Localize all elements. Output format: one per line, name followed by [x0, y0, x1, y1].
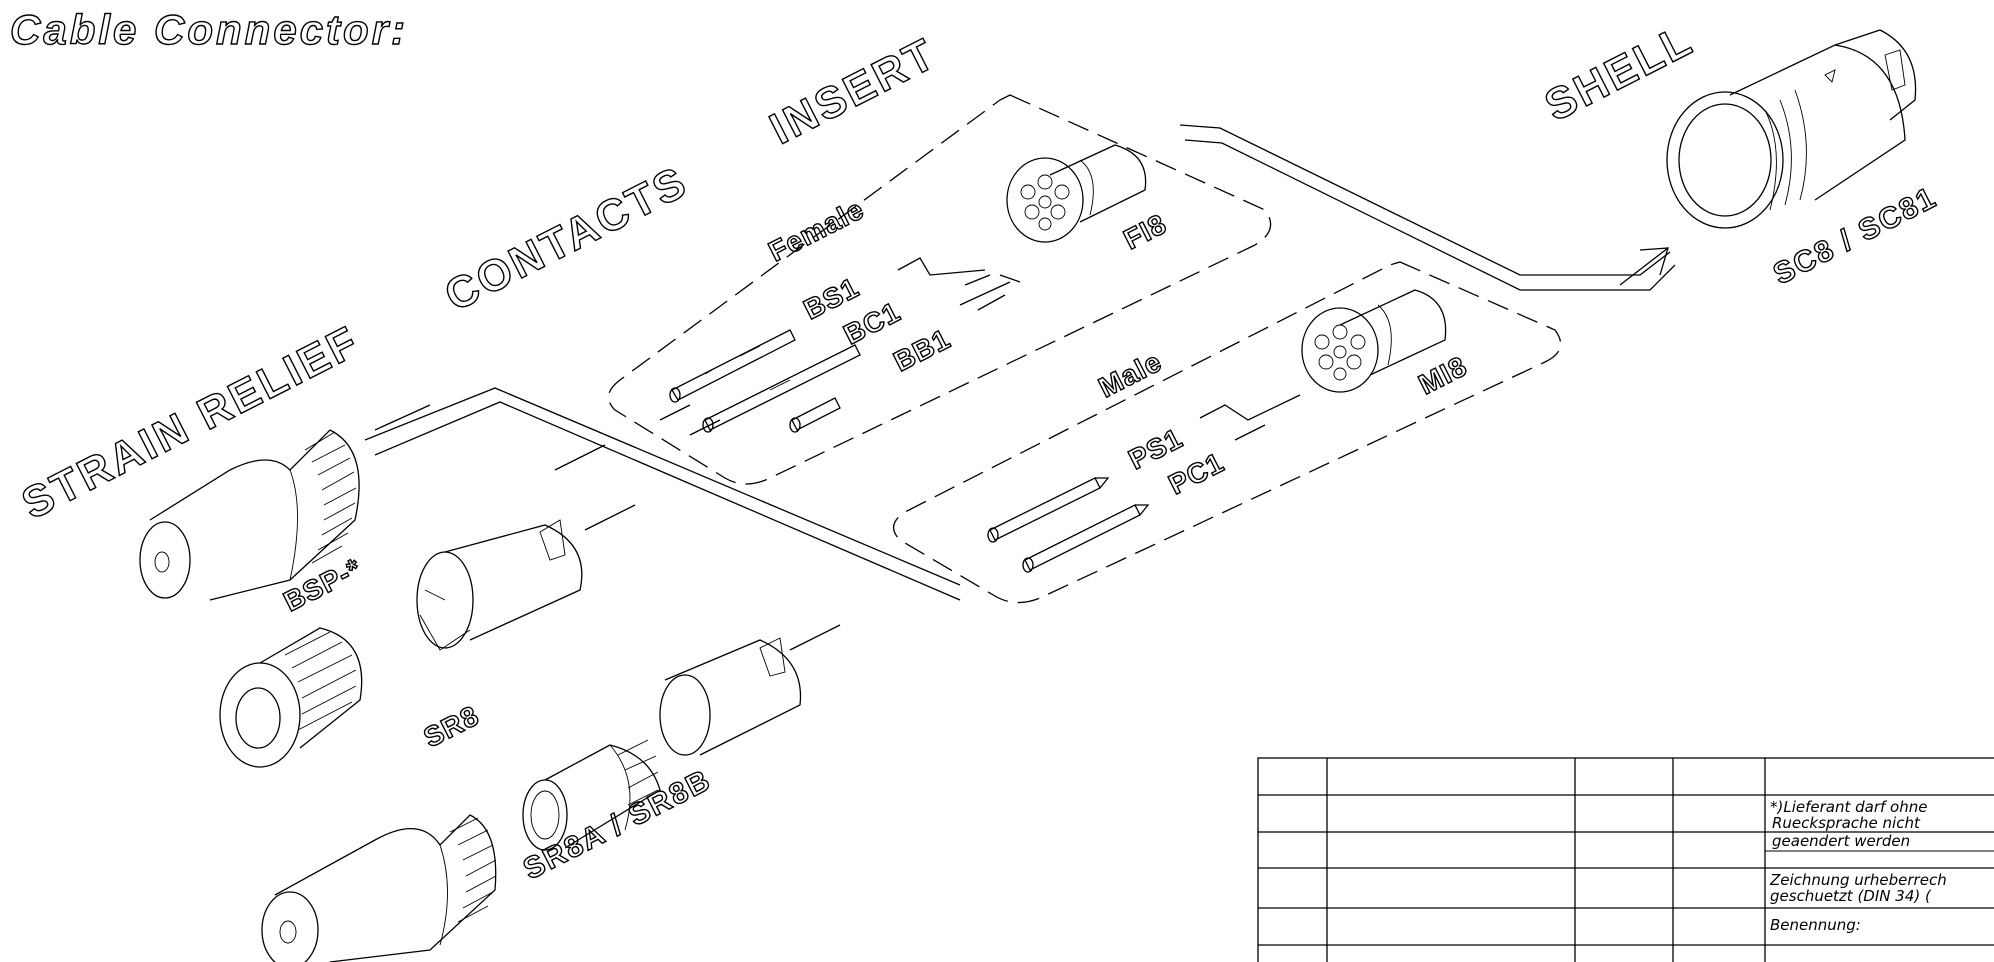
section-label-female: Female	[764, 193, 869, 267]
strain-relief-bsp-drawing	[139, 429, 360, 601]
group-label-shell: SHELL	[1537, 15, 1701, 131]
part-label-shell-code: SC8 / SC81	[1768, 181, 1942, 291]
part-label-bb1: BB1	[889, 323, 956, 377]
male-contact-leaders	[1199, 394, 1301, 441]
title-block-note-line-2: Ruecksprache nicht	[1772, 814, 1921, 832]
assembly-path-upper	[1179, 124, 1671, 276]
female-insert-leader	[959, 274, 1021, 306]
insert-fi8-drawing	[1006, 144, 1147, 243]
contact-pc1-drawing	[1022, 504, 1150, 573]
strain-relief-sr8-nut-drawing	[219, 627, 363, 768]
assembly-path-lower-2	[364, 387, 961, 586]
contact-bc1-drawing	[702, 344, 861, 433]
male-group-outline	[893, 261, 1562, 604]
exploded-guide-ticks	[374, 404, 841, 651]
strain-relief-sr8a-drawing	[261, 814, 497, 962]
assembly-path-upper-2	[1184, 139, 1676, 291]
part-label-sr8: SR8	[419, 700, 484, 754]
part-label-fi8: FI8	[1119, 208, 1172, 255]
title-block-note-line-3: geaendert werden	[1772, 832, 1910, 850]
diagram-title: Cable Connector:	[10, 6, 408, 53]
female-contact-leaders	[897, 257, 1006, 311]
group-label-insert: INSERT	[762, 29, 944, 154]
part-label-bsp: BSP-*	[279, 552, 367, 617]
assembly-path-lower	[374, 401, 961, 601]
title-block-copyright-line-1: Zeichnung urheberrech	[1769, 871, 1947, 889]
part-label-sr8a-sr8b: SR8A / SR8B	[518, 763, 716, 886]
title-block	[1257, 757, 1994, 962]
part-label-mi8: MI8	[1414, 350, 1472, 400]
strain-relief-sr8b-drawing	[522, 637, 802, 851]
title-block-note-line-1: *)Lieferant darf ohne	[1770, 798, 1927, 816]
contact-bb1-drawing	[789, 397, 841, 433]
shell-arrow	[1619, 247, 1669, 286]
group-label-strain-relief: STRAIN RELIEF	[14, 317, 367, 529]
female-group-outline	[608, 94, 1272, 485]
contact-ps1-drawing	[987, 477, 1110, 543]
title-block-benennung: Benennung:	[1770, 916, 1861, 934]
section-label-male: Male	[1094, 346, 1167, 404]
shell-sc8-drawing	[1666, 29, 1917, 229]
group-label-contacts: CONTACTS	[437, 157, 696, 321]
strain-relief-sr8-clamp-drawing	[416, 519, 583, 651]
title-block-copyright-line-2: geschuetzt (DIN 34) (	[1770, 887, 1932, 905]
insert-mi8-drawing	[1301, 289, 1447, 393]
contact-bs1-drawing	[669, 329, 796, 403]
